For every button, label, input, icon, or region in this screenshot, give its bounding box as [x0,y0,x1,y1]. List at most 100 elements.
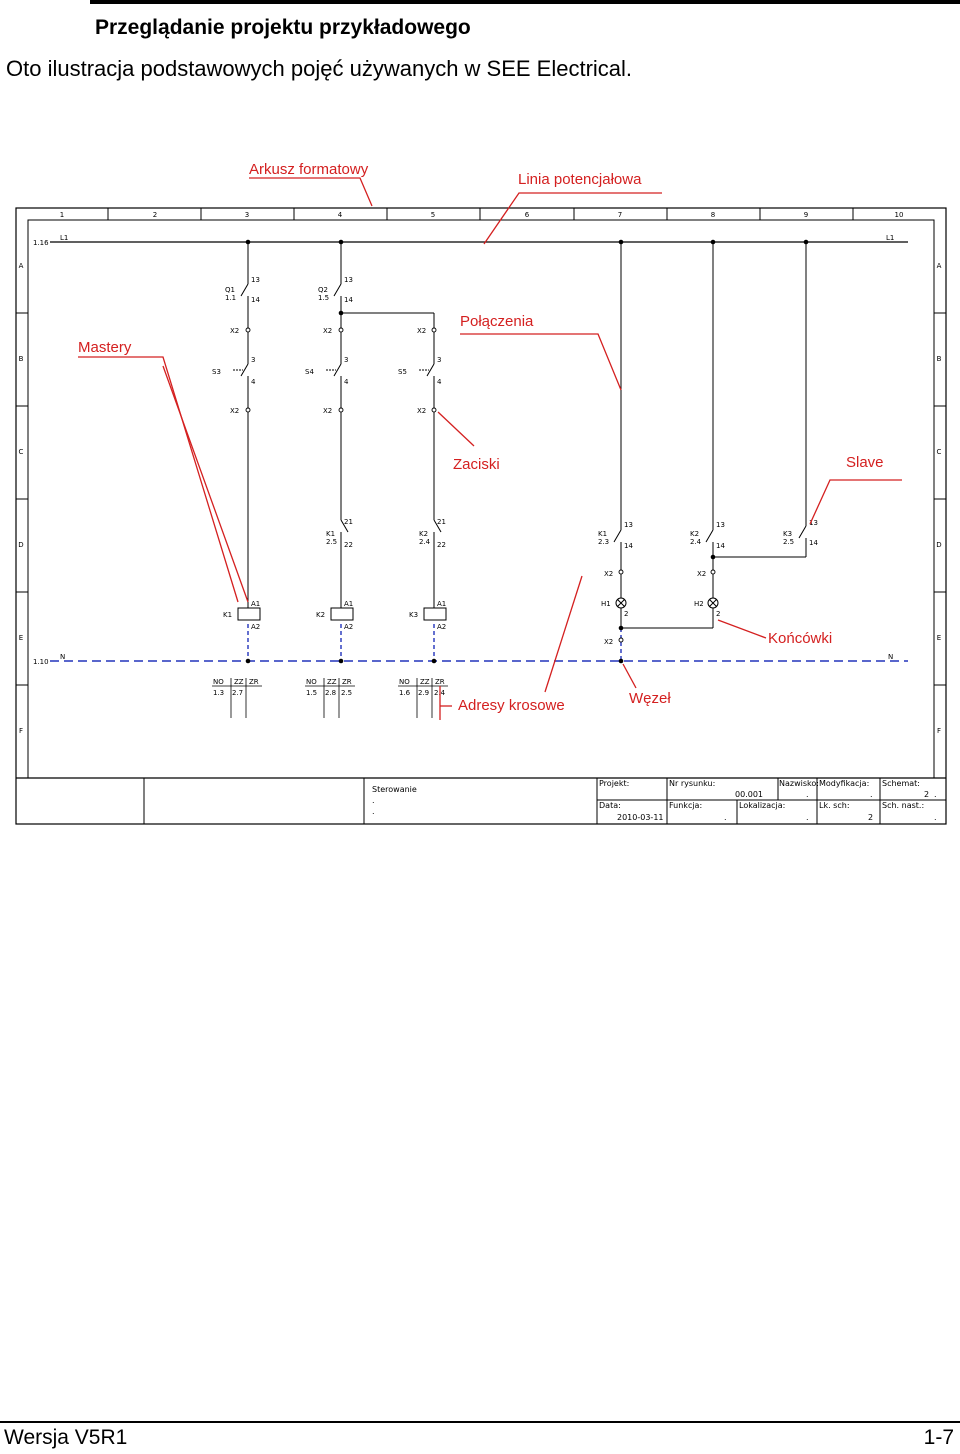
svg-text:.: . [934,813,937,822]
svg-text:.: . [372,807,375,816]
row-label: E [19,634,23,642]
svg-text:X2: X2 [417,407,426,415]
svg-text:1.6: 1.6 [399,689,411,697]
column-label: 7 [618,211,622,219]
svg-text:N: N [60,653,65,661]
svg-text:2: 2 [716,610,720,618]
svg-text:Zaciski: Zaciski [453,456,500,473]
svg-text:4: 4 [437,378,442,386]
column-label: 6 [525,211,530,219]
page-title: Przeglądanie projektu przykładowego [95,16,471,39]
svg-text:4: 4 [344,378,349,386]
svg-text:.: . [806,790,809,799]
svg-text:1.5: 1.5 [306,689,317,697]
svg-text:Mastery: Mastery [78,339,132,356]
svg-text:X2: X2 [323,407,332,415]
page-intro: Oto ilustracja podstawowych pojęć używan… [6,56,633,81]
svg-text:2: 2 [924,790,929,799]
callout-polaczenia: Połączenia [460,313,622,391]
svg-text:ZZ: ZZ [234,678,244,686]
row-label: A [19,262,24,270]
svg-text:K2: K2 [316,611,325,619]
svg-text:ZR: ZR [435,678,445,686]
svg-text:13: 13 [624,521,633,529]
callout-koncowki: Końcówki [717,619,832,647]
svg-text:.: . [806,813,809,822]
svg-text:Adresy krosowe: Adresy krosowe [458,697,565,714]
svg-text:A1: A1 [251,600,260,608]
svg-text:K3: K3 [409,611,418,619]
svg-text:Węzeł: Węzeł [629,690,671,707]
svg-text:Projekt:: Projekt: [599,779,629,788]
svg-text:1.3: 1.3 [213,689,224,697]
svg-text:H2: H2 [694,600,704,608]
svg-text:Sterowanie: Sterowanie [372,785,417,794]
svg-text:Końcówki: Końcówki [768,630,832,647]
svg-text:ZZ: ZZ [420,678,430,686]
svg-text:1.10: 1.10 [33,658,49,666]
svg-text:A2: A2 [251,623,260,631]
callout-wezel: Węzeł [622,663,671,707]
svg-text:3: 3 [344,356,348,364]
svg-text:1.16: 1.16 [33,239,49,247]
svg-text:Lokalizacja:: Lokalizacja: [739,801,785,810]
callout-adresy-krosowe: Adresy krosowe [439,575,583,720]
svg-text:NO: NO [306,678,317,686]
svg-text:K2: K2 [419,530,428,538]
callout-mastery: Mastery [78,339,249,603]
svg-text:S4: S4 [305,368,314,376]
svg-text:NO: NO [399,678,410,686]
svg-text:13: 13 [716,521,725,529]
column-label: 1 [60,211,64,219]
column-label: 10 [895,211,904,219]
callout-zaciski: Zaciski [437,411,500,473]
svg-text:2.5: 2.5 [326,538,337,546]
svg-text:Arkusz formatowy: Arkusz formatowy [249,161,369,178]
svg-text:K1: K1 [223,611,232,619]
row-label: B [937,355,942,363]
svg-text:X2: X2 [230,407,239,415]
l1-rail: 1.16 L1 L1 [33,234,908,247]
svg-text:2.9: 2.9 [418,689,429,697]
svg-text:2.8: 2.8 [325,689,336,697]
svg-text:2.3: 2.3 [598,538,609,546]
column-label: 5 [431,211,435,219]
title-block [143,778,946,824]
svg-text:2.5: 2.5 [341,689,352,697]
svg-text:Lk. sch:: Lk. sch: [819,801,850,810]
column-label: 2 [153,211,157,219]
svg-text:22: 22 [344,541,353,549]
svg-text:N: N [888,653,893,661]
svg-text:14: 14 [624,542,633,550]
neutral-drops [247,624,622,661]
svg-text:A1: A1 [344,600,353,608]
coil-symbols [237,607,447,621]
footer-version: Wersja V5R1 [4,1426,128,1449]
column-labels: 1 2 3 4 5 6 7 8 9 10 [60,211,904,219]
svg-text:14: 14 [809,539,818,547]
top-rule [90,0,960,4]
svg-text:L1: L1 [60,234,68,242]
svg-text:13: 13 [251,276,260,284]
column-label: 3 [245,211,249,219]
svg-text:1.1: 1.1 [225,294,236,302]
svg-text:X2: X2 [604,570,613,578]
svg-text:14: 14 [251,296,260,304]
svg-text:Q1: Q1 [225,286,235,294]
svg-text:13: 13 [344,276,353,284]
svg-text:21: 21 [437,518,446,526]
title-block-text: Sterowanie . . Projekt: Nr rysunku: 00.0… [372,779,937,822]
svg-text:K1: K1 [598,530,607,538]
callout-linia-potencjalowa: Linia potencjałowa [483,171,662,245]
svg-text:Q2: Q2 [318,286,328,294]
xref-table: NO ZZ ZR 1.3 2.7 [212,678,262,718]
svg-text:Połączenia: Połączenia [460,313,534,330]
svg-text:S3: S3 [212,368,221,376]
row-label: D [18,541,23,549]
component-labels: Q1 1.1 Q2 1.5 13 14 13 14 X2 X2 X2 X2 X2… [212,276,818,646]
svg-text:X2: X2 [323,327,332,335]
svg-text:K2: K2 [690,530,699,538]
svg-text:S5: S5 [398,368,407,376]
row-label: A [937,262,942,270]
node-dots [245,239,809,664]
